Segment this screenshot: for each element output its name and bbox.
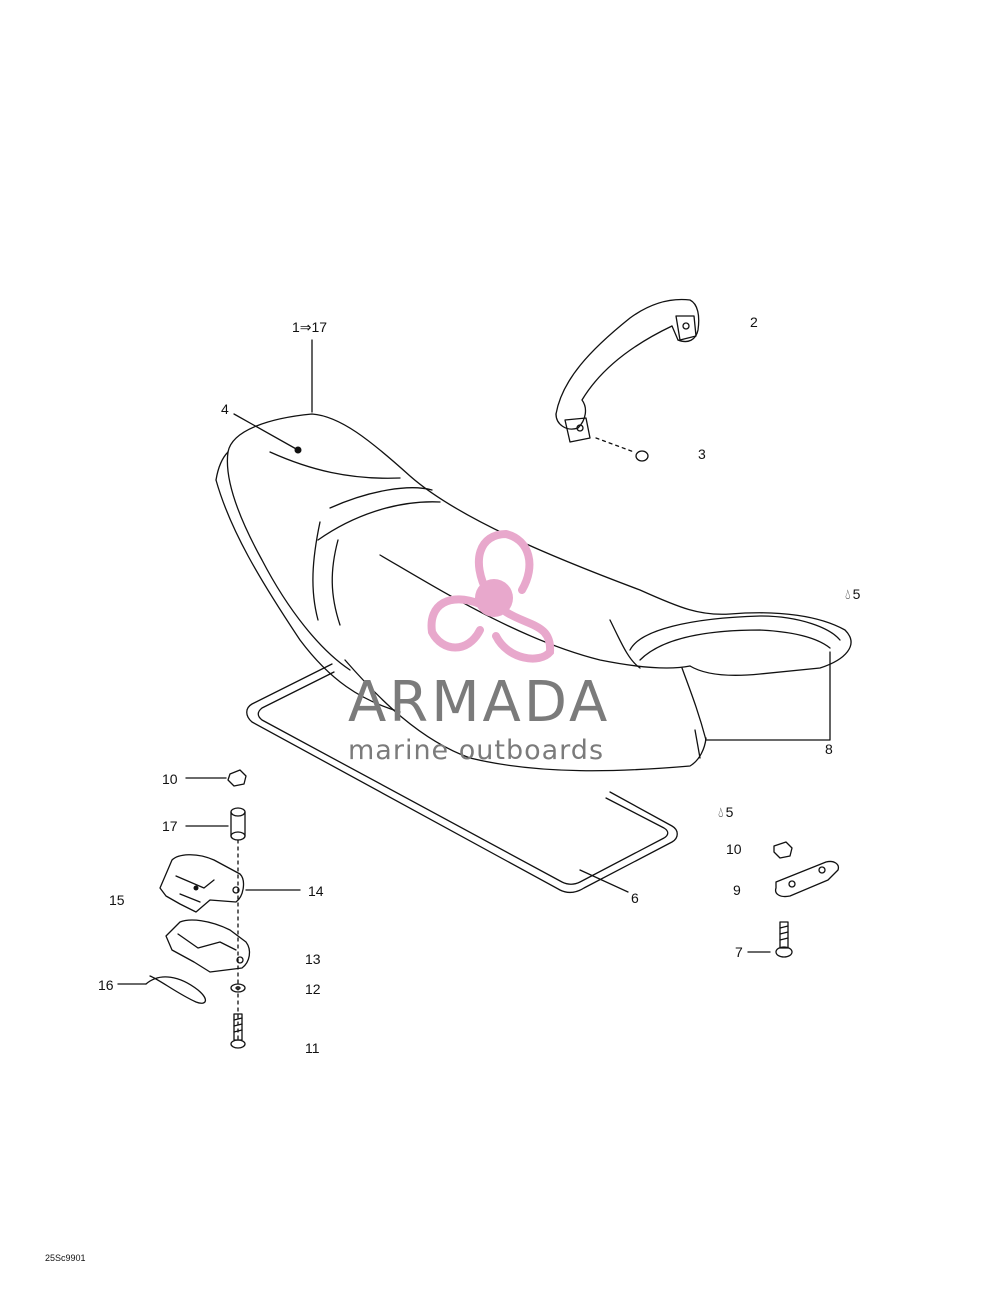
callout-9: 9	[733, 882, 741, 898]
callout-15: 15	[109, 892, 125, 908]
brand-tagline: marine outboards	[348, 735, 605, 766]
leader-lines	[117, 339, 831, 1041]
latch-marker-dot	[193, 885, 199, 891]
callout-16: 16	[98, 977, 114, 993]
cable-16-drawing	[145, 975, 206, 1004]
propeller-logo-icon	[427, 529, 555, 663]
washer-12-drawing	[230, 983, 246, 993]
callout-5-upper: 💧︎5	[845, 586, 861, 602]
callout-1-17: 1⇒17	[292, 319, 328, 335]
screw-3-drawing	[595, 437, 649, 462]
plate-9-drawing	[774, 860, 840, 898]
seat-drawing	[215, 413, 852, 772]
callout-8: 8	[825, 741, 833, 757]
callout-14: 14	[308, 883, 324, 899]
drop-icon: 💧︎	[845, 586, 851, 602]
callout-10-left: 10	[162, 771, 178, 787]
seat-frame-drawing	[246, 663, 678, 894]
callout-13: 13	[305, 951, 321, 967]
brand-name: ARMADA	[348, 670, 611, 735]
callout-4: 4	[221, 401, 229, 417]
drawing-code: 25Sc9901	[45, 1253, 86, 1263]
latch-base-13-drawing	[165, 919, 251, 973]
callout-11: 11	[305, 1040, 320, 1056]
screw-11-drawing	[230, 1013, 246, 1049]
drop-icon: 💧︎	[718, 804, 724, 820]
nut-10-left-drawing	[227, 769, 247, 787]
bolt-7-drawing	[775, 921, 793, 958]
callout-12: 12	[305, 981, 321, 997]
grab-handle-drawing	[555, 298, 700, 443]
callout-5-lower: 💧︎5	[718, 804, 734, 820]
callout-6: 6	[631, 890, 639, 906]
callout-3: 3	[698, 446, 706, 462]
spacer-17-drawing	[230, 807, 246, 841]
callout-7: 7	[735, 944, 743, 960]
callout-10-right: 10	[726, 841, 742, 857]
callout-2: 2	[750, 314, 758, 330]
latch-14-drawing	[159, 854, 245, 913]
seat-marker-dot	[294, 446, 302, 454]
callout-17: 17	[162, 818, 178, 834]
nut-10-right-drawing	[773, 841, 793, 859]
